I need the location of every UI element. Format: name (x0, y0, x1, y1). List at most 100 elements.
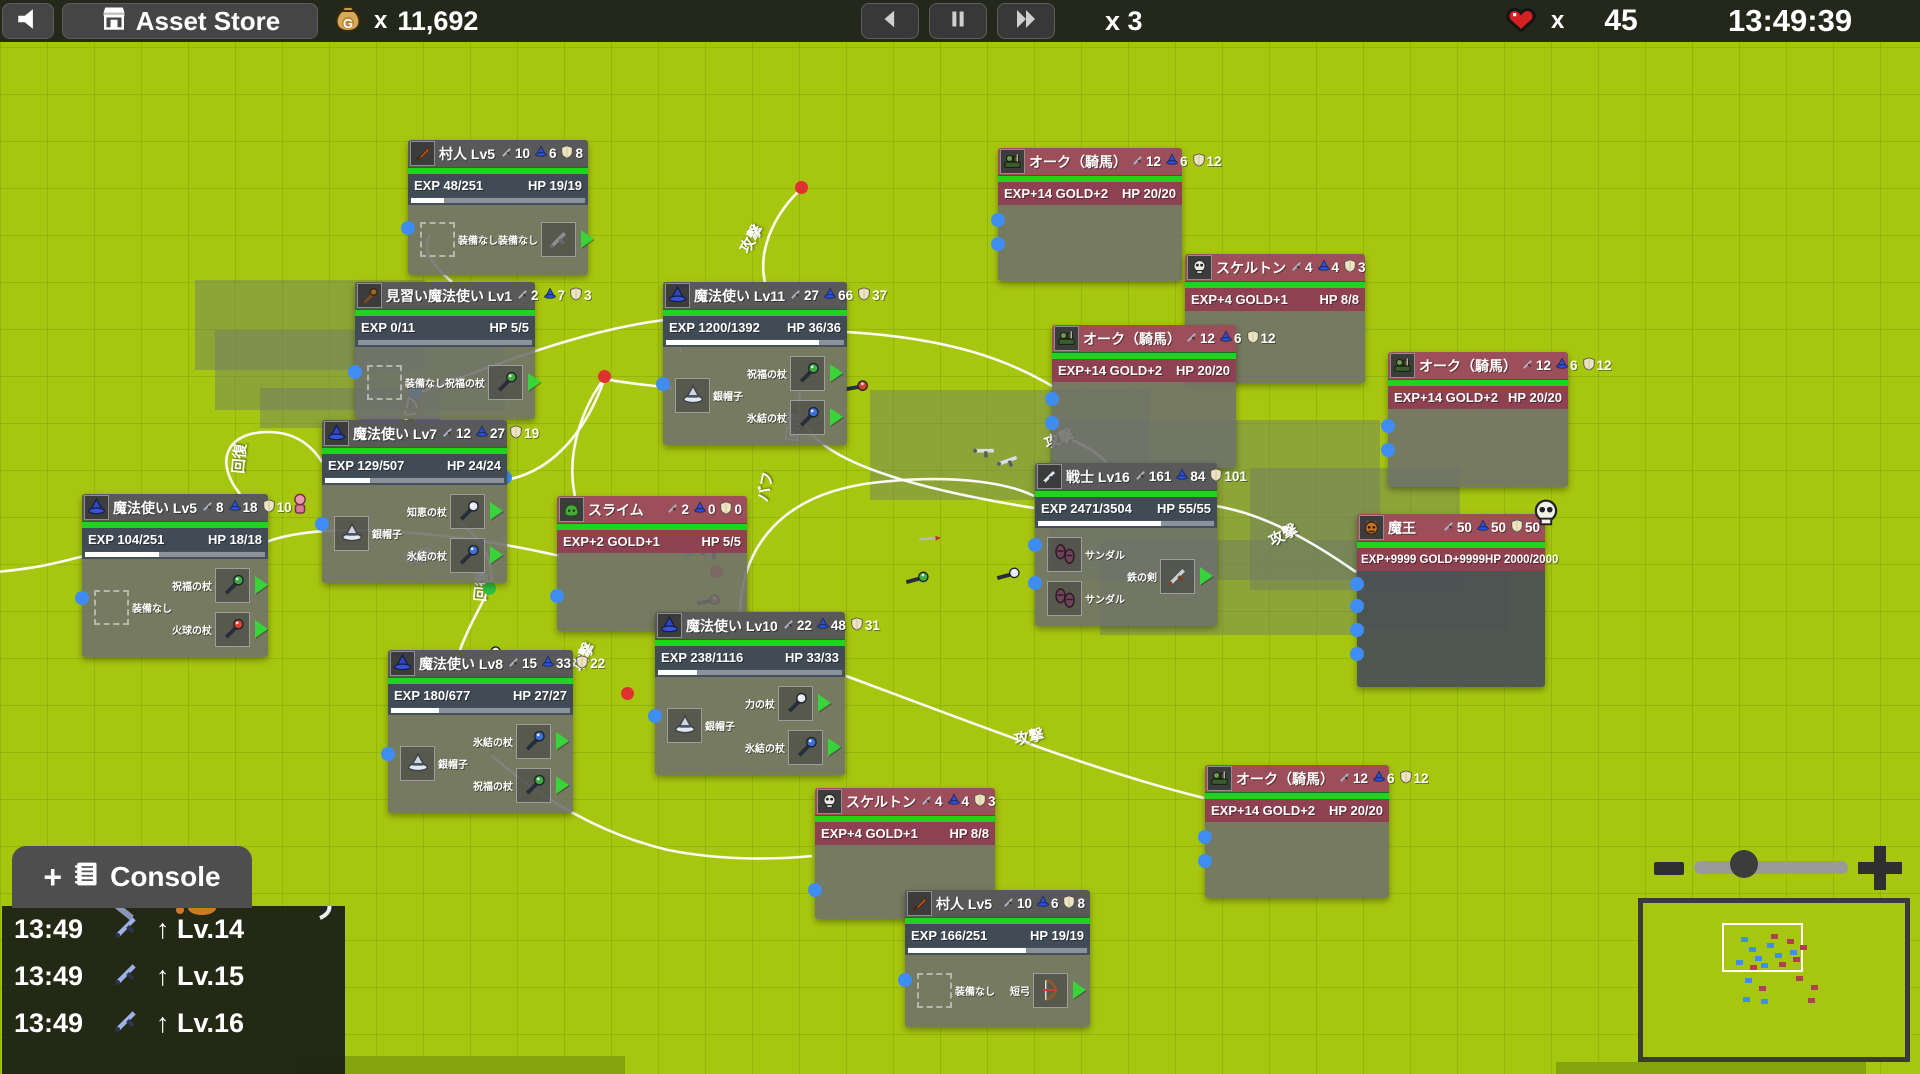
item-staff-white[interactable] (450, 493, 485, 529)
hp-bar (1185, 281, 1365, 288)
item-sandals[interactable] (1047, 536, 1082, 572)
fast-forward-button[interactable] (997, 3, 1055, 39)
minimap[interactable] (1638, 898, 1910, 1062)
item-staff-red[interactable] (215, 611, 250, 647)
unit-name: 魔法使い Lv10 (686, 617, 778, 634)
sword-stat-icon (1185, 330, 1200, 347)
action-arrow-icon[interactable] (830, 408, 843, 426)
hp-bar (82, 521, 268, 528)
action-arrow-icon[interactable] (1073, 981, 1086, 999)
item-staff-green[interactable] (516, 767, 551, 803)
hp-label: HP 18/18 (208, 532, 262, 547)
action-arrow-icon[interactable] (490, 546, 503, 564)
link-anchor-dot (381, 747, 395, 761)
equipment-column-right: 知恵の杖氷結の杖 (407, 491, 503, 575)
unit-icon-dagger (410, 141, 435, 166)
item-staff-green[interactable] (215, 567, 250, 603)
step-back-button[interactable] (861, 3, 919, 39)
zoom-in-button-bar[interactable] (1874, 846, 1886, 890)
hat-stat-icon (475, 425, 490, 442)
item-sandals[interactable] (1047, 580, 1082, 616)
zoom-out-button[interactable] (1654, 862, 1684, 875)
stat-value: 18 (242, 500, 258, 515)
stat-value: 12 (1146, 154, 1162, 169)
action-arrow-icon[interactable] (830, 364, 843, 382)
action-arrow-icon[interactable] (828, 738, 841, 756)
hat-stat-icon (534, 145, 549, 162)
item-staff-blue[interactable] (788, 729, 823, 765)
action-arrow-icon[interactable] (1200, 567, 1213, 585)
item-hat-silver[interactable] (334, 515, 369, 551)
item-hat-silver[interactable] (675, 377, 710, 413)
item-hat-silver[interactable] (400, 745, 435, 781)
console-add-button[interactable]: + (43, 858, 63, 895)
link-anchor-dot (1198, 854, 1212, 868)
item-sword-iron[interactable] (1160, 558, 1195, 594)
item-staff-blue[interactable] (450, 537, 485, 573)
item-label: 氷結の杖 (747, 413, 787, 425)
equipment-column-left: サンダルサンダル (1047, 534, 1125, 618)
link-anchor-dot (1045, 416, 1059, 430)
card-body: 銀帽子氷結の杖祝福の杖 (381, 715, 573, 813)
pause-button[interactable] (929, 3, 987, 39)
console-tab[interactable]: + Console (12, 846, 252, 908)
item-staff-white[interactable] (778, 685, 813, 721)
action-arrow-icon[interactable] (490, 502, 503, 520)
empty-slot[interactable] (367, 364, 402, 400)
item-hat-silver[interactable] (667, 707, 702, 743)
exp-label: EXP 238/1116 (661, 650, 744, 665)
card-body: 装備なし祝福の杖 (348, 347, 541, 419)
action-arrow-icon[interactable] (255, 620, 268, 638)
item-staff-green[interactable] (790, 355, 825, 391)
action-arrow-icon[interactable] (556, 776, 569, 794)
action-arrow-icon[interactable] (581, 230, 594, 248)
shield-stat-icon (1510, 519, 1525, 536)
item-sword-ghost[interactable] (541, 221, 576, 257)
zoom-slider-knob[interactable] (1730, 850, 1758, 878)
exp-label: EXP+9999 GOLD+9999 (1361, 553, 1486, 566)
console-row: 13:49↑ Lv.14 (2, 906, 345, 953)
empty-slot[interactable] (94, 589, 129, 625)
item-staff-green[interactable] (488, 364, 523, 400)
shield-stat-icon (1062, 895, 1077, 912)
action-arrow-icon[interactable] (556, 732, 569, 750)
item-staff-blue[interactable] (790, 399, 825, 435)
attack-stat: 2 (666, 501, 689, 518)
console-row: 13:49↑ Lv.15 (2, 953, 345, 1000)
mute-button[interactable] (2, 3, 54, 39)
asset-store-button[interactable]: Asset Store (62, 3, 318, 39)
item-bow[interactable] (1033, 972, 1068, 1008)
hp-bar (655, 639, 845, 646)
action-arrow-icon[interactable] (528, 373, 541, 391)
item-staff-blue[interactable] (516, 723, 551, 759)
unit-icon-hat-blue (324, 421, 349, 446)
empty-slot[interactable] (917, 972, 952, 1008)
item-label: 力の杖 (745, 699, 775, 711)
hp-label: HP 5/5 (701, 534, 741, 549)
action-arrow-icon[interactable] (818, 694, 831, 712)
stat-value: 37 (872, 288, 888, 303)
action-arrow-icon[interactable] (255, 576, 268, 594)
empty-slot[interactable] (420, 221, 455, 257)
zoom-slider-track[interactable] (1694, 861, 1848, 874)
defense-stat: 10 (262, 499, 292, 516)
